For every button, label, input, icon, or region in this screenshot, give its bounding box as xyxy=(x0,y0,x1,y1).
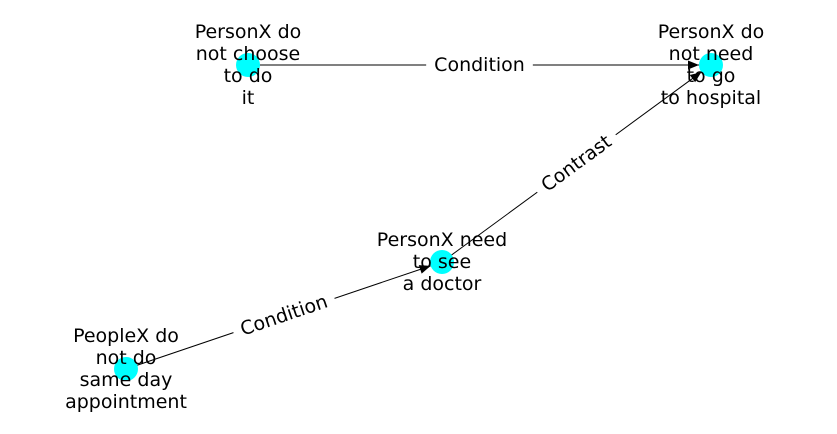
node-n1 xyxy=(236,53,260,77)
node-label-line: not do xyxy=(96,347,157,369)
edges-layer xyxy=(125,60,702,370)
node-label-line: PersonX need xyxy=(377,229,507,251)
node-label-line: to do xyxy=(224,65,273,87)
node-n2 xyxy=(699,53,723,77)
edge-label: Condition xyxy=(238,291,331,341)
node-label-line: PersonX do xyxy=(195,21,302,43)
edge-label-background xyxy=(229,287,339,344)
node-n4 xyxy=(114,357,138,381)
node-label-line: to go xyxy=(687,65,736,87)
node-label-line: it xyxy=(242,87,255,109)
node-label-line: PersonX do xyxy=(658,21,765,43)
node-label-line: PeopleX do xyxy=(73,325,179,347)
node-label-line: a doctor xyxy=(403,273,482,295)
edge-label-group: Condition xyxy=(426,53,533,77)
arrowhead-n1-n2 xyxy=(688,60,699,70)
arrowhead-n3-n2 xyxy=(689,72,702,83)
node-label-line: appointment xyxy=(65,391,187,413)
edge-label: Contrast xyxy=(537,131,615,197)
node-label-line: not choose xyxy=(196,43,300,65)
edge-label-group: Contrast xyxy=(530,125,623,202)
nodes-layer xyxy=(114,53,723,381)
edge-label: Condition xyxy=(434,54,525,76)
node-label-line: to hospital xyxy=(661,87,761,109)
edge-label-background xyxy=(426,53,533,77)
node-n3 xyxy=(430,250,454,274)
arrowhead-n4-n3 xyxy=(418,265,431,274)
edge-label-background xyxy=(530,125,623,202)
node-label-line: to see xyxy=(413,251,471,273)
edge-label-group: Condition xyxy=(229,287,339,344)
node-label-line: not need xyxy=(669,43,754,65)
node-label-line: same day xyxy=(80,369,173,391)
